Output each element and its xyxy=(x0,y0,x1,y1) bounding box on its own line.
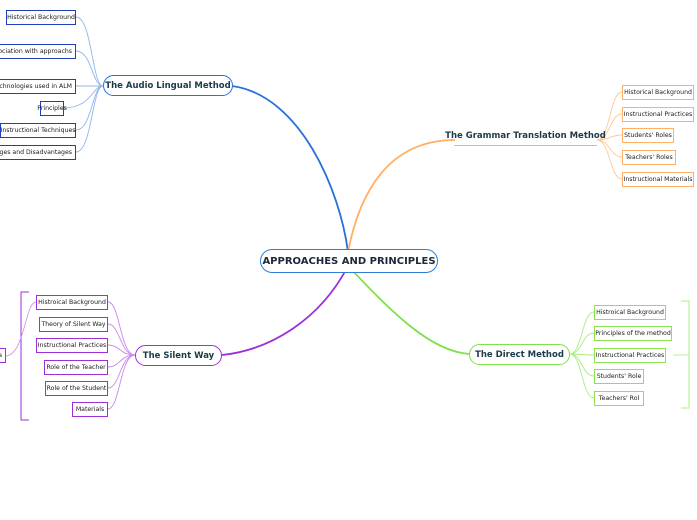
audio-child-historical-background[interactable]: Historical Background xyxy=(6,10,76,25)
audio-child-technologies[interactable]: Technologies used in ALM xyxy=(0,79,76,94)
silent-child-instructional-practices[interactable]: Instructional Practices xyxy=(36,338,108,353)
link-center-silent xyxy=(221,265,349,356)
silent-left-node[interactable]: a xyxy=(0,348,6,363)
link-center-direct xyxy=(347,265,471,355)
silent-bracket xyxy=(20,291,29,421)
direct-child-instructional-practices[interactable]: Instructional Practices xyxy=(594,348,666,363)
central-topic[interactable]: APPROACHES AND PRINCIPLES xyxy=(260,249,438,273)
audio-child-principles[interactable]: Principles xyxy=(37,101,67,116)
silent-child-role-student[interactable]: Role of the Student xyxy=(45,381,108,396)
branch-silent-way[interactable]: The Silent Way xyxy=(135,345,222,366)
grammar-child-teachers-roles[interactable]: Teachers' Roles xyxy=(622,150,676,165)
branch-direct-method[interactable]: The Direct Method xyxy=(469,344,570,365)
audio-child-instructional-techniques[interactable]: Instructional Techniques xyxy=(0,123,76,138)
direct-child-teachers-rol[interactable]: Teachers' Rol xyxy=(594,391,644,406)
grammar-child-instructional-materials[interactable]: Instructional Materials xyxy=(622,172,694,187)
grammar-child-historical-background[interactable]: Historical Background xyxy=(622,85,694,100)
branch-audio-lingual[interactable]: The Audio Lingual Method xyxy=(103,75,233,96)
silent-child-materials[interactable]: Materials xyxy=(72,402,108,417)
branch-grammar-translation[interactable]: The Grammar Translation Method xyxy=(445,126,606,146)
grammar-child-students-roles[interactable]: Students' Roles xyxy=(622,128,674,143)
audio-child-advantages[interactable]: ntages and Disadvantages xyxy=(0,145,76,160)
direct-child-principles[interactable]: Principles of the method xyxy=(594,326,672,341)
link-center-grammar xyxy=(347,139,456,253)
silent-child-historical-background[interactable]: Histroical Background xyxy=(36,295,108,310)
silent-child-role-teacher[interactable]: Role of the Teacher xyxy=(44,360,108,375)
silent-child-theory[interactable]: Theory of Silent Way xyxy=(39,317,108,332)
direct-bracket xyxy=(681,300,690,409)
direct-child-students-role[interactable]: Students' Role xyxy=(594,369,644,384)
grammar-child-instructional-practices[interactable]: Instructional Practices xyxy=(622,107,694,122)
direct-child-historical-background[interactable]: Histroical Background xyxy=(594,305,666,320)
link-center-audio xyxy=(231,85,349,253)
audio-child-association[interactable]: association with approachs xyxy=(0,44,76,59)
